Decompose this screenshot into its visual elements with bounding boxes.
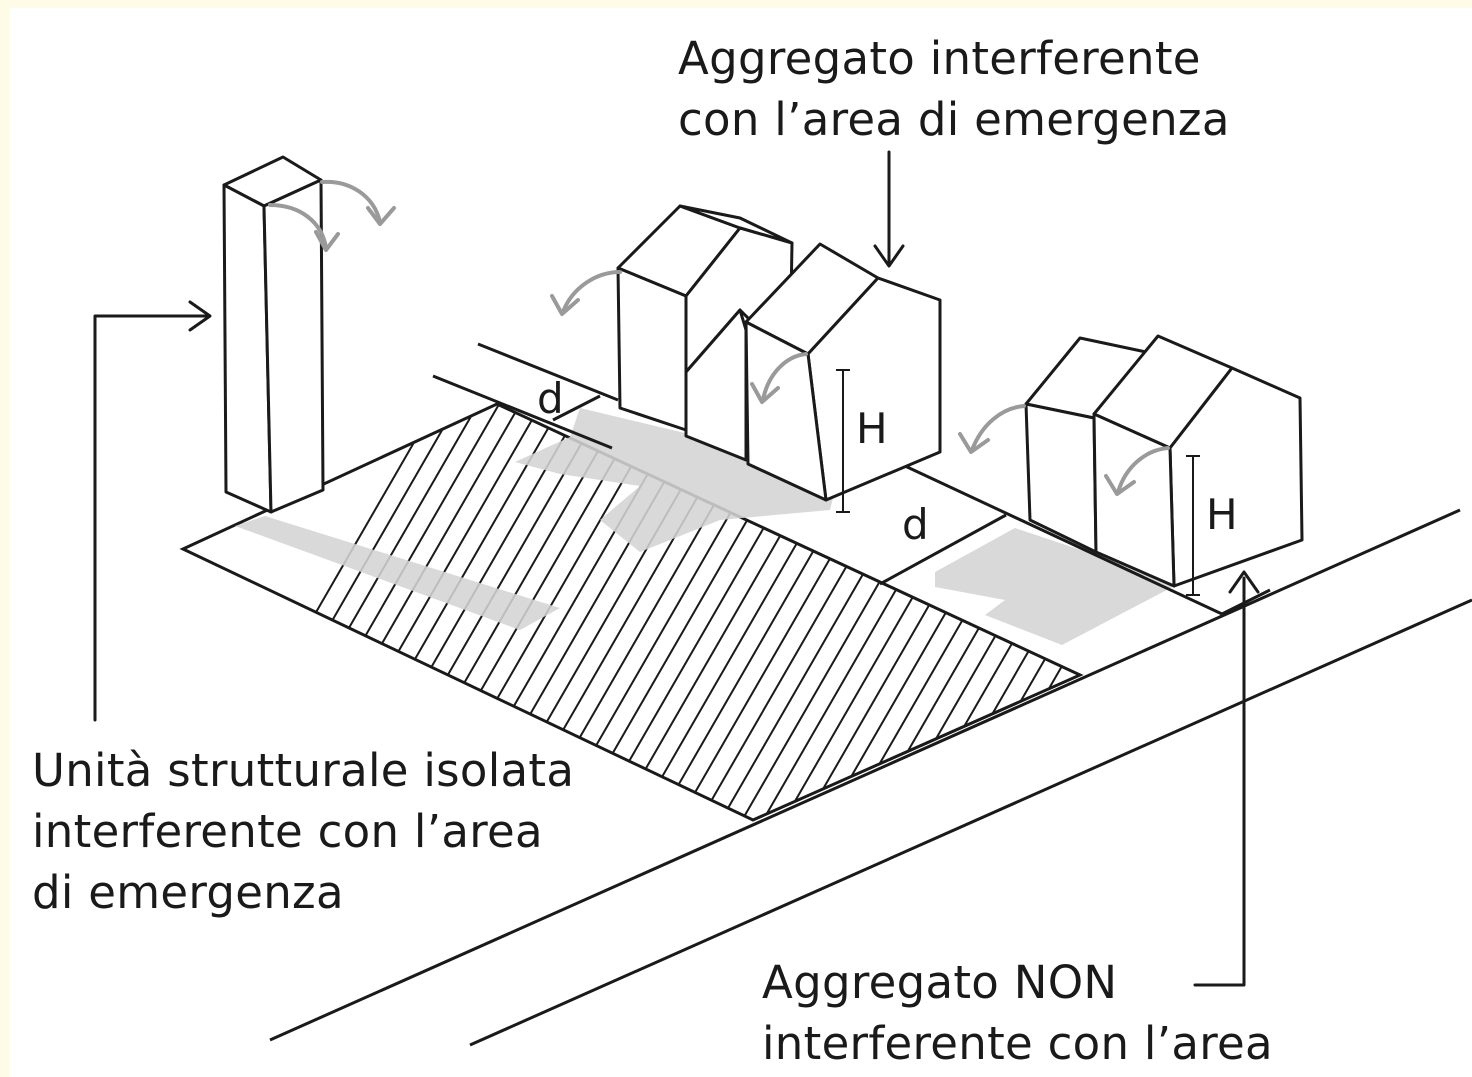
collapse-zone-tower bbox=[235, 516, 560, 630]
collapse-zones bbox=[235, 408, 1180, 645]
hatch-line bbox=[1284, 380, 1472, 900]
house-d-wall-front bbox=[1024, 402, 1098, 554]
label-line: interferente con l’area bbox=[32, 805, 543, 858]
dimension-d-label-2: d bbox=[902, 500, 929, 549]
dimension-h-label-1: H bbox=[856, 404, 888, 453]
road-lines bbox=[269, 508, 1472, 1047]
collapse-arrow-icon bbox=[320, 179, 396, 226]
ground-line-front-aggregates bbox=[904, 464, 1223, 616]
collapse-arrow-icon bbox=[1104, 446, 1170, 496]
height-dimensions bbox=[836, 369, 1200, 596]
emergency-area-outline bbox=[179, 402, 1084, 822]
hatch-line bbox=[1326, 380, 1472, 900]
hatch-line bbox=[1431, 380, 1472, 900]
dimension-h-label-2: H bbox=[1206, 490, 1238, 539]
hatch-line bbox=[1452, 380, 1472, 900]
ground-line-corner bbox=[1221, 588, 1271, 616]
house-c-wall-front bbox=[744, 320, 828, 502]
hatch-line bbox=[1410, 380, 1472, 900]
label-unita-isolata: Unità strutturale isolata interferente c… bbox=[32, 740, 574, 923]
collapse-arrow-icon bbox=[550, 270, 622, 316]
collapse-arrow-icon bbox=[268, 203, 340, 252]
aggregato-interferente bbox=[616, 204, 942, 502]
tower-right-face bbox=[262, 178, 325, 514]
dimension-d-label-1: d bbox=[537, 374, 564, 423]
label-line: Aggregato interferente bbox=[678, 32, 1201, 85]
road-edge-lower bbox=[469, 598, 1472, 1047]
label-line: interferente con l’area bbox=[762, 1017, 1273, 1070]
collapse-zone-non-interferente bbox=[935, 528, 1180, 645]
ground-line-back-2 bbox=[432, 374, 613, 450]
hatch-line bbox=[1347, 380, 1472, 900]
label-aggregato-non-interferente: Aggregato NON interferente con l’area bbox=[762, 952, 1273, 1074]
collapse-arrow-icon bbox=[750, 352, 808, 404]
arrow-right-icon bbox=[93, 300, 212, 722]
label-line: con l’area di emergenza bbox=[678, 93, 1230, 146]
house-a-wall-front bbox=[616, 266, 688, 432]
isolated-tower bbox=[222, 155, 325, 514]
hatch-line bbox=[1305, 380, 1472, 900]
collapse-zone-interferente bbox=[515, 408, 840, 552]
label-line: di emergenza bbox=[32, 866, 344, 919]
hatch-line bbox=[1389, 380, 1472, 900]
collapse-arrows bbox=[268, 179, 1170, 496]
collapse-arrow-icon bbox=[958, 404, 1026, 454]
d-dimension-line-1 bbox=[552, 394, 601, 422]
label-line: Aggregato NON bbox=[762, 956, 1118, 1009]
ground-line-back-1 bbox=[477, 342, 619, 402]
callout-arrows bbox=[93, 150, 1260, 987]
road-edge-upper bbox=[269, 508, 1461, 1042]
ground-lines bbox=[432, 342, 1271, 616]
arrow-down-icon bbox=[873, 150, 905, 268]
d-dimension-line-2 bbox=[879, 513, 1007, 586]
label-line: Unità strutturale isolata bbox=[32, 744, 575, 797]
house-e-wall-front bbox=[1092, 412, 1176, 588]
aggregato-non-interferente bbox=[1024, 334, 1304, 588]
arrow-up-icon bbox=[1193, 570, 1260, 987]
label-aggregato-interferente: Aggregato interferente con l’area di eme… bbox=[678, 28, 1230, 150]
